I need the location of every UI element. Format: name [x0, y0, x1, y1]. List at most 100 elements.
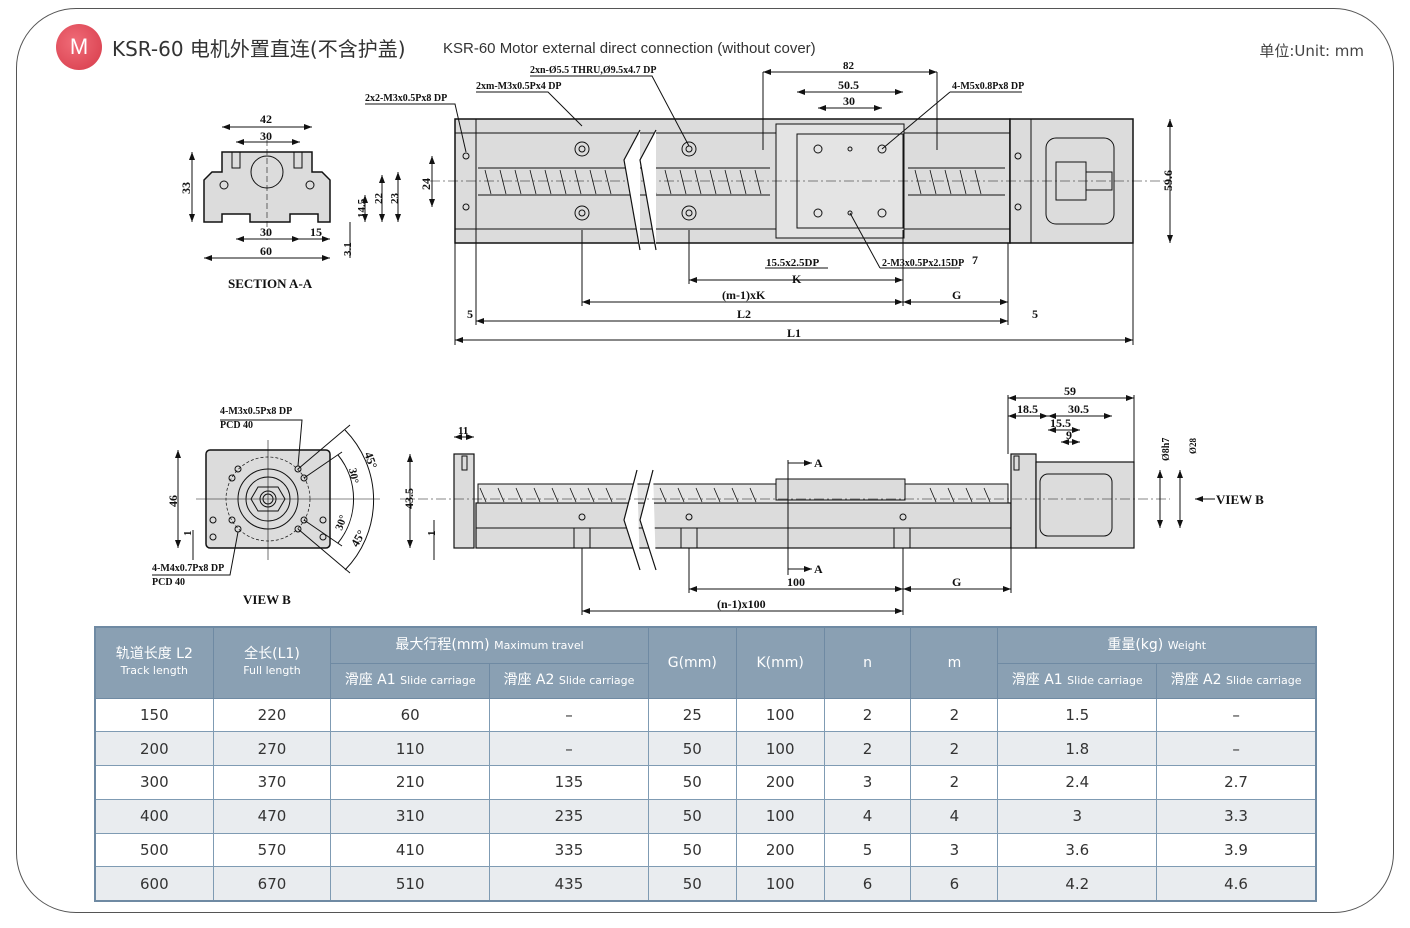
dim-33: 33 [179, 182, 193, 194]
dim-g-side: G [952, 575, 961, 589]
col-weight-a1: 滑座 A1 Slide carriage [997, 662, 1158, 699]
top-view [365, 69, 1173, 345]
dim-30-bottom-angle: 30° [333, 513, 350, 532]
table-cell: 100 [735, 731, 825, 767]
callout-pcd40-top: PCD 40 [220, 420, 253, 431]
table-cell: – [1156, 731, 1317, 767]
dim-9: 9 [1066, 428, 1072, 442]
col-full-length: 全长(L1)Full length [212, 626, 332, 699]
dim-phi28: Ø28 [1188, 437, 1198, 454]
dim-k: K [792, 272, 802, 286]
dim-82: 82 [843, 60, 855, 72]
table-cell: 3.3 [1156, 798, 1317, 834]
table-cell: 200 [735, 832, 825, 868]
table-cell: 6 [910, 866, 999, 902]
table-cell: 4.2 [997, 866, 1158, 902]
table-cell: 150 [94, 697, 214, 733]
table-cell: 50 [647, 832, 737, 868]
view-b-arrow-label: VIEW B [1216, 492, 1264, 507]
dim-60: 60 [260, 244, 272, 258]
col-travel-a2: 滑座 A2 Slide carriage [489, 662, 649, 699]
table-cell: 50 [647, 866, 737, 902]
callout-15-5: 15.5x2.5DP [766, 257, 819, 269]
table-cell: 200 [735, 765, 825, 800]
table-cell: 200 [94, 731, 214, 767]
dim-15: 15 [310, 225, 322, 239]
table-cell: 3 [997, 798, 1158, 834]
table-cell: 670 [212, 866, 332, 902]
table-cell: 2.7 [1156, 765, 1317, 800]
col-weight: 重量(kg) Weight [997, 626, 1317, 664]
table-cell: 60 [330, 697, 491, 733]
table-cell: 100 [735, 697, 825, 733]
table-cell: 3 [910, 832, 999, 868]
table-cell: 570 [212, 832, 332, 868]
section-badge: M [56, 24, 102, 70]
table-cell: 2 [823, 731, 912, 767]
view-b-caption: VIEW B [243, 592, 291, 607]
col-n: n [823, 626, 912, 699]
dim-n-1-100: (n-1)x100 [717, 597, 766, 611]
callout-pcd40-bottom: PCD 40 [152, 577, 185, 588]
table-cell: 2 [910, 731, 999, 767]
dim-43-5: 43.5 [402, 488, 416, 509]
dim-14-5: 14.5 [356, 198, 368, 218]
section-a-a-view [189, 124, 401, 261]
dim-50-5: 50.5 [838, 78, 859, 92]
table-cell: 300 [94, 765, 214, 800]
dim-30-top-angle: 30° [346, 467, 360, 484]
dim-100: 100 [787, 575, 805, 589]
table-cell: 110 [330, 731, 491, 767]
table-cell: 3.6 [997, 832, 1158, 868]
dim-24: 24 [419, 178, 433, 190]
table-cell: 400 [94, 798, 214, 834]
table-cell: 50 [647, 798, 737, 834]
table-cell: 2 [910, 697, 999, 733]
dim-45-top: 45° [361, 450, 380, 471]
table-cell: 220 [212, 697, 332, 733]
callout-2xn-thru: 2xn-Ø5.5 THRU,Ø9.5x4.7 DP [530, 65, 657, 76]
table-cell: 235 [489, 798, 649, 834]
callout-4-m4-viewb: 4-M4x0.7Px8 DP [152, 563, 224, 574]
section-marker-a-top: A [814, 456, 823, 470]
dim-7: 7 [972, 253, 978, 267]
dim-18-5: 18.5 [1017, 402, 1038, 416]
dim-22: 22 [373, 193, 385, 205]
dim-42: 42 [260, 112, 272, 126]
table-cell: 2 [823, 697, 912, 733]
dim-30: 30 [260, 129, 272, 143]
table-cell: 50 [647, 731, 737, 767]
callout-2x2-m3: 2x2-M3x0.5Px8 DP [365, 93, 447, 104]
table-cell: 2 [910, 765, 999, 800]
table-cell: – [1156, 697, 1317, 733]
table-cell: 100 [735, 866, 825, 902]
table-cell: 3 [823, 765, 912, 800]
dim-15-5: 15.5 [1050, 416, 1071, 430]
table-cell: 3.9 [1156, 832, 1317, 868]
col-max-travel: 最大行程(mm) Maximum travel [330, 626, 649, 664]
callout-2xm-m3: 2xm-M3x0.5Px4 DP [476, 81, 562, 92]
side-view [400, 395, 1215, 615]
view-b [152, 419, 380, 576]
dim-30-top: 30 [843, 94, 855, 108]
table-cell: 500 [94, 832, 214, 868]
table-cell: 600 [94, 866, 214, 902]
dim-5-right: 5 [1032, 307, 1038, 321]
table-cell: 4 [823, 798, 912, 834]
dim-45-bottom: 45° [348, 527, 369, 549]
dim-l1: L1 [787, 326, 801, 340]
callout-4-m3-viewb: 4-M3x0.5Px8 DP [220, 406, 292, 417]
section-a-a-caption: SECTION A-A [228, 276, 313, 291]
unit-label: 单位:Unit: mm [1259, 42, 1364, 60]
table-cell: 510 [330, 866, 491, 902]
col-m: m [910, 626, 999, 699]
table-cell: 1.8 [997, 731, 1158, 767]
dim-3-1: 3.1 [342, 242, 354, 256]
table-cell: 270 [212, 731, 332, 767]
table-cell: 435 [489, 866, 649, 902]
